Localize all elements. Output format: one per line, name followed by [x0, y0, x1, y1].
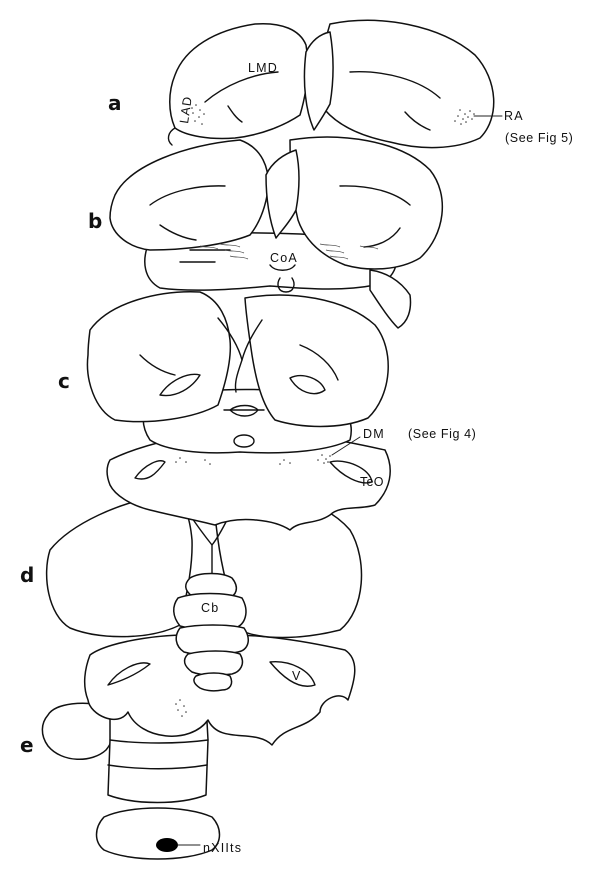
panel-letter-c: c — [58, 369, 70, 393]
label-ra-ref: (See Fig 5) — [505, 131, 573, 145]
label-teo: TeO — [360, 475, 384, 489]
panel-letter-d: d — [20, 563, 34, 587]
label-ra: RA — [504, 109, 524, 123]
label-lmd: LMD — [248, 61, 278, 75]
label-dm: DM — [363, 427, 385, 441]
label-v: V — [292, 669, 302, 683]
panel-letter-e: e — [20, 733, 34, 757]
panel-letter-b: b — [88, 209, 102, 233]
nxiits-marker — [156, 838, 178, 852]
label-coa: CoA — [270, 251, 298, 265]
label-dm-ref: (See Fig 4) — [408, 427, 476, 441]
label-nxiits: nXIIts — [203, 841, 242, 855]
section-a — [168, 20, 502, 147]
panel-letter-a: a — [108, 91, 122, 115]
section-d — [47, 495, 362, 745]
label-cb: Cb — [201, 601, 219, 615]
section-c — [87, 292, 390, 530]
